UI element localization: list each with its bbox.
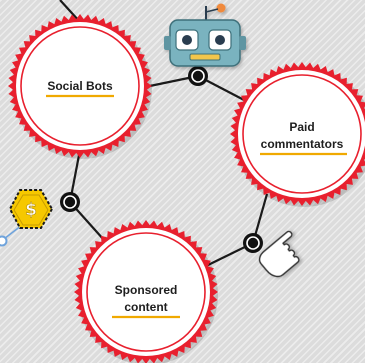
node-social-bots: Social Bots <box>8 14 152 159</box>
junction-dot <box>243 233 263 253</box>
node-label: Sponsored <box>115 283 178 297</box>
node-label: Paid <box>289 120 314 134</box>
node-face <box>16 22 144 150</box>
side-node-dot <box>0 235 8 247</box>
robot-icon <box>164 3 246 67</box>
pointing-hand-icon <box>258 230 300 278</box>
node-paid-commentators: Paid commentators <box>230 62 365 207</box>
node-inner-ring <box>242 74 362 194</box>
node-face <box>238 70 365 198</box>
node-inner-ring <box>20 26 140 146</box>
dollar-coin-icon: $ <box>8 189 54 229</box>
node-label: Social Bots <box>47 79 113 93</box>
node-label: commentators <box>261 137 344 151</box>
junction-dot <box>60 192 80 212</box>
node-label: content <box>124 300 167 314</box>
node-sponsored-content: Sponsored content <box>74 220 218 363</box>
node-face <box>82 228 210 356</box>
junction-dot <box>188 66 208 86</box>
node-inner-ring <box>86 232 206 352</box>
connector-line <box>59 0 81 23</box>
svg-text:$: $ <box>25 200 37 220</box>
